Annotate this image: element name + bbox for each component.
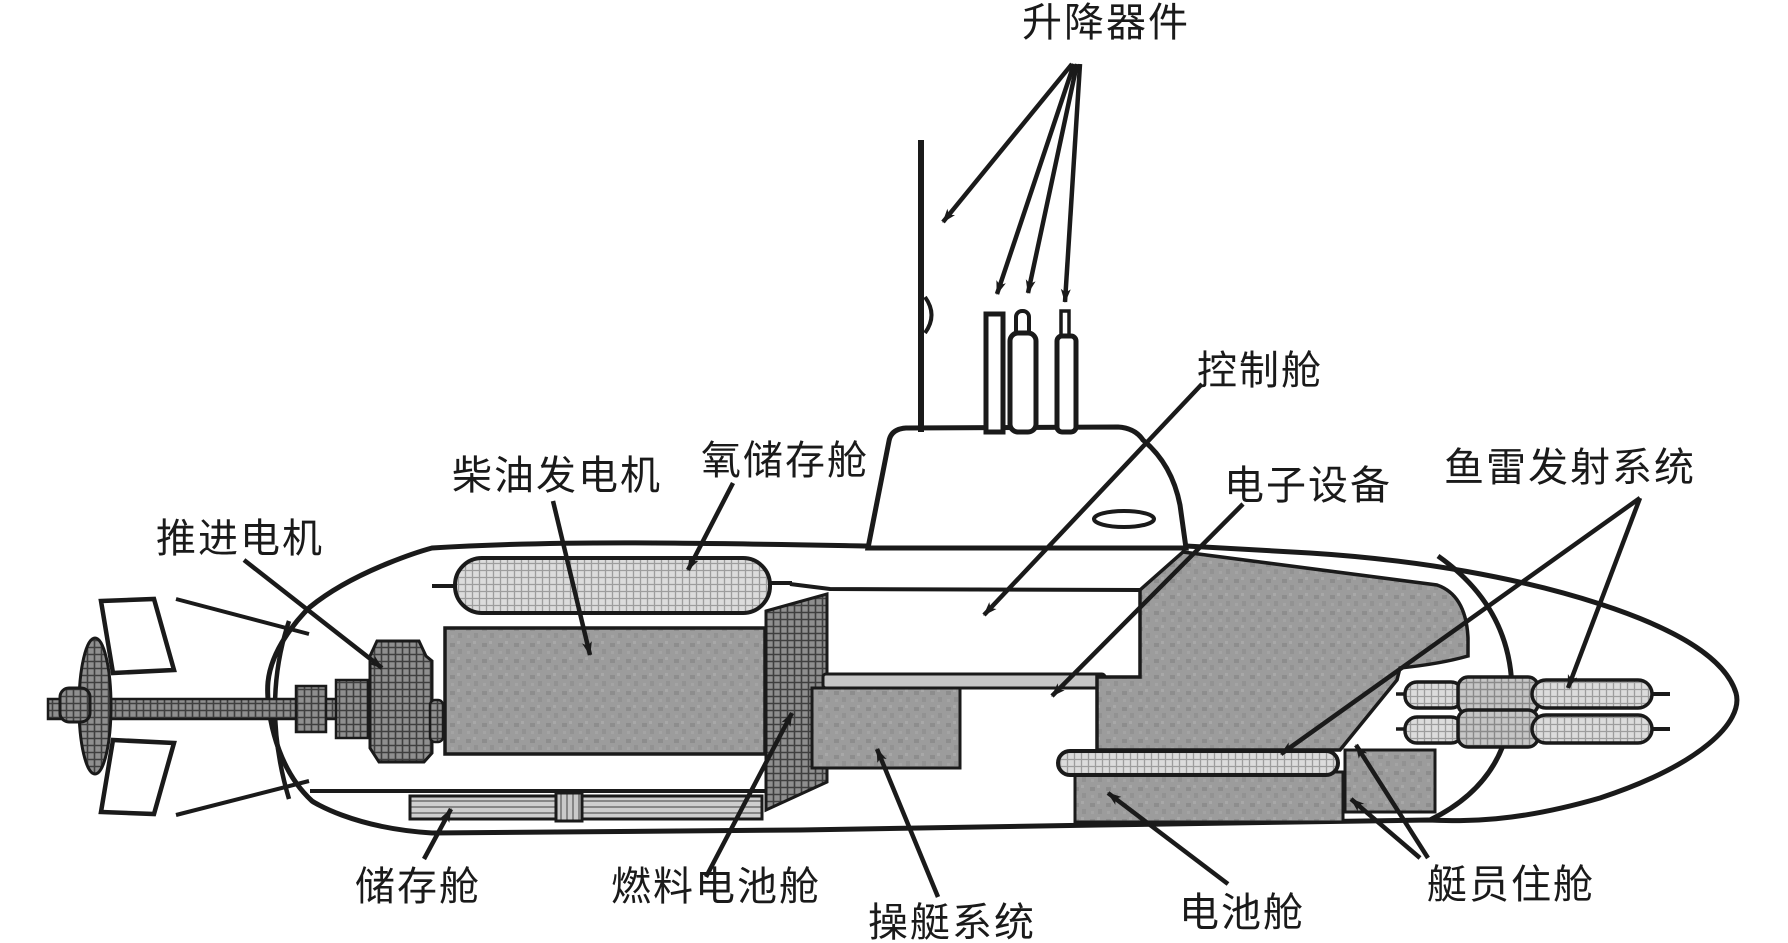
arrow-lifting-1 xyxy=(941,62,1074,224)
leader-arrows xyxy=(242,62,1643,898)
arrow-fuel-cell xyxy=(704,711,794,879)
periscope-mast xyxy=(918,140,924,432)
oxygen-cylinder xyxy=(453,556,772,615)
stored-torpedo-capsule xyxy=(1056,749,1340,777)
arrow-storage xyxy=(422,807,453,861)
label-lifting-devices: 升降器件 xyxy=(1022,1,1190,45)
arrow-operating xyxy=(874,748,941,898)
launch-tube-lower xyxy=(1530,713,1654,745)
arrow-lifting-2 xyxy=(994,63,1077,295)
shaft-coupling-2 xyxy=(334,678,370,740)
arrow-torpedo-1 xyxy=(1565,497,1643,689)
periscope-bump xyxy=(923,295,934,335)
storage-divider xyxy=(554,791,584,823)
label-battery-cabin: 电池舱 xyxy=(1179,891,1305,935)
tail-taper-top xyxy=(175,597,310,636)
arrow-motor xyxy=(242,558,384,670)
lower-fin xyxy=(98,737,177,817)
arrow-torpedo-2 xyxy=(1279,496,1642,756)
crew-quarters-block xyxy=(1095,550,1470,752)
label-storage-cabin: 储存舱 xyxy=(355,865,481,909)
label-crew-quarters: 艇员住舱 xyxy=(1427,863,1595,907)
propulsion-group xyxy=(46,596,445,817)
arrow-lifting-3 xyxy=(1025,63,1080,294)
label-boat-operating-system: 操艇系统 xyxy=(868,901,1036,943)
mast-2 xyxy=(983,311,1006,435)
arrow-crew-1 xyxy=(1354,743,1430,860)
label-fuel-cell-cabin: 燃料电池舱 xyxy=(611,865,821,909)
mast-4 xyxy=(1054,333,1079,435)
sail-window xyxy=(1092,509,1156,529)
label-control-cabin: 控制舱 xyxy=(1197,349,1323,393)
storage-strip xyxy=(408,794,764,821)
label-oxygen-storage: 氧储存舱 xyxy=(701,439,869,483)
torpedo-capsule-lower xyxy=(1403,715,1465,745)
propulsion-motor-block xyxy=(368,639,434,764)
arrow-crew-2 xyxy=(1349,797,1422,860)
torpedo-capsule-upper xyxy=(1403,680,1465,710)
motor-nub xyxy=(428,698,445,744)
sail xyxy=(864,424,1189,551)
compartments xyxy=(310,550,1470,824)
arrow-lifting-4 xyxy=(1060,63,1083,303)
arrow-oxygen xyxy=(686,481,735,572)
propeller-hub xyxy=(58,686,92,724)
upper-fin xyxy=(98,596,177,676)
arrow-control-cabin xyxy=(982,382,1204,617)
torpedo-tubes xyxy=(1396,675,1670,749)
label-diesel-generator: 柴油发电机 xyxy=(452,454,662,498)
boat-operating-block xyxy=(810,686,962,770)
arrow-electronics xyxy=(1050,502,1245,698)
tube-coupling-lower xyxy=(1456,708,1540,749)
label-torpedo-launch-system: 鱼雷发射系统 xyxy=(1444,446,1696,490)
arrow-diesel xyxy=(550,500,593,656)
control-room-ceiling xyxy=(789,582,1141,592)
label-propulsion-motor: 推进电机 xyxy=(156,517,324,561)
mast-3 xyxy=(1007,330,1039,435)
label-electronic-equipment: 电子设备 xyxy=(1224,464,1392,508)
labels: 升降器件 控制舱 电子设备 鱼雷发射系统 推进电机 柴油发电机 氧储存舱 储存舱… xyxy=(156,1,1696,943)
diesel-generator-block xyxy=(443,626,767,756)
launch-tube-upper xyxy=(1530,678,1654,710)
tail-taper-bottom xyxy=(175,779,310,817)
arrow-battery xyxy=(1106,791,1230,886)
sail-group xyxy=(864,140,1189,551)
shaft-coupling-1 xyxy=(294,684,328,734)
